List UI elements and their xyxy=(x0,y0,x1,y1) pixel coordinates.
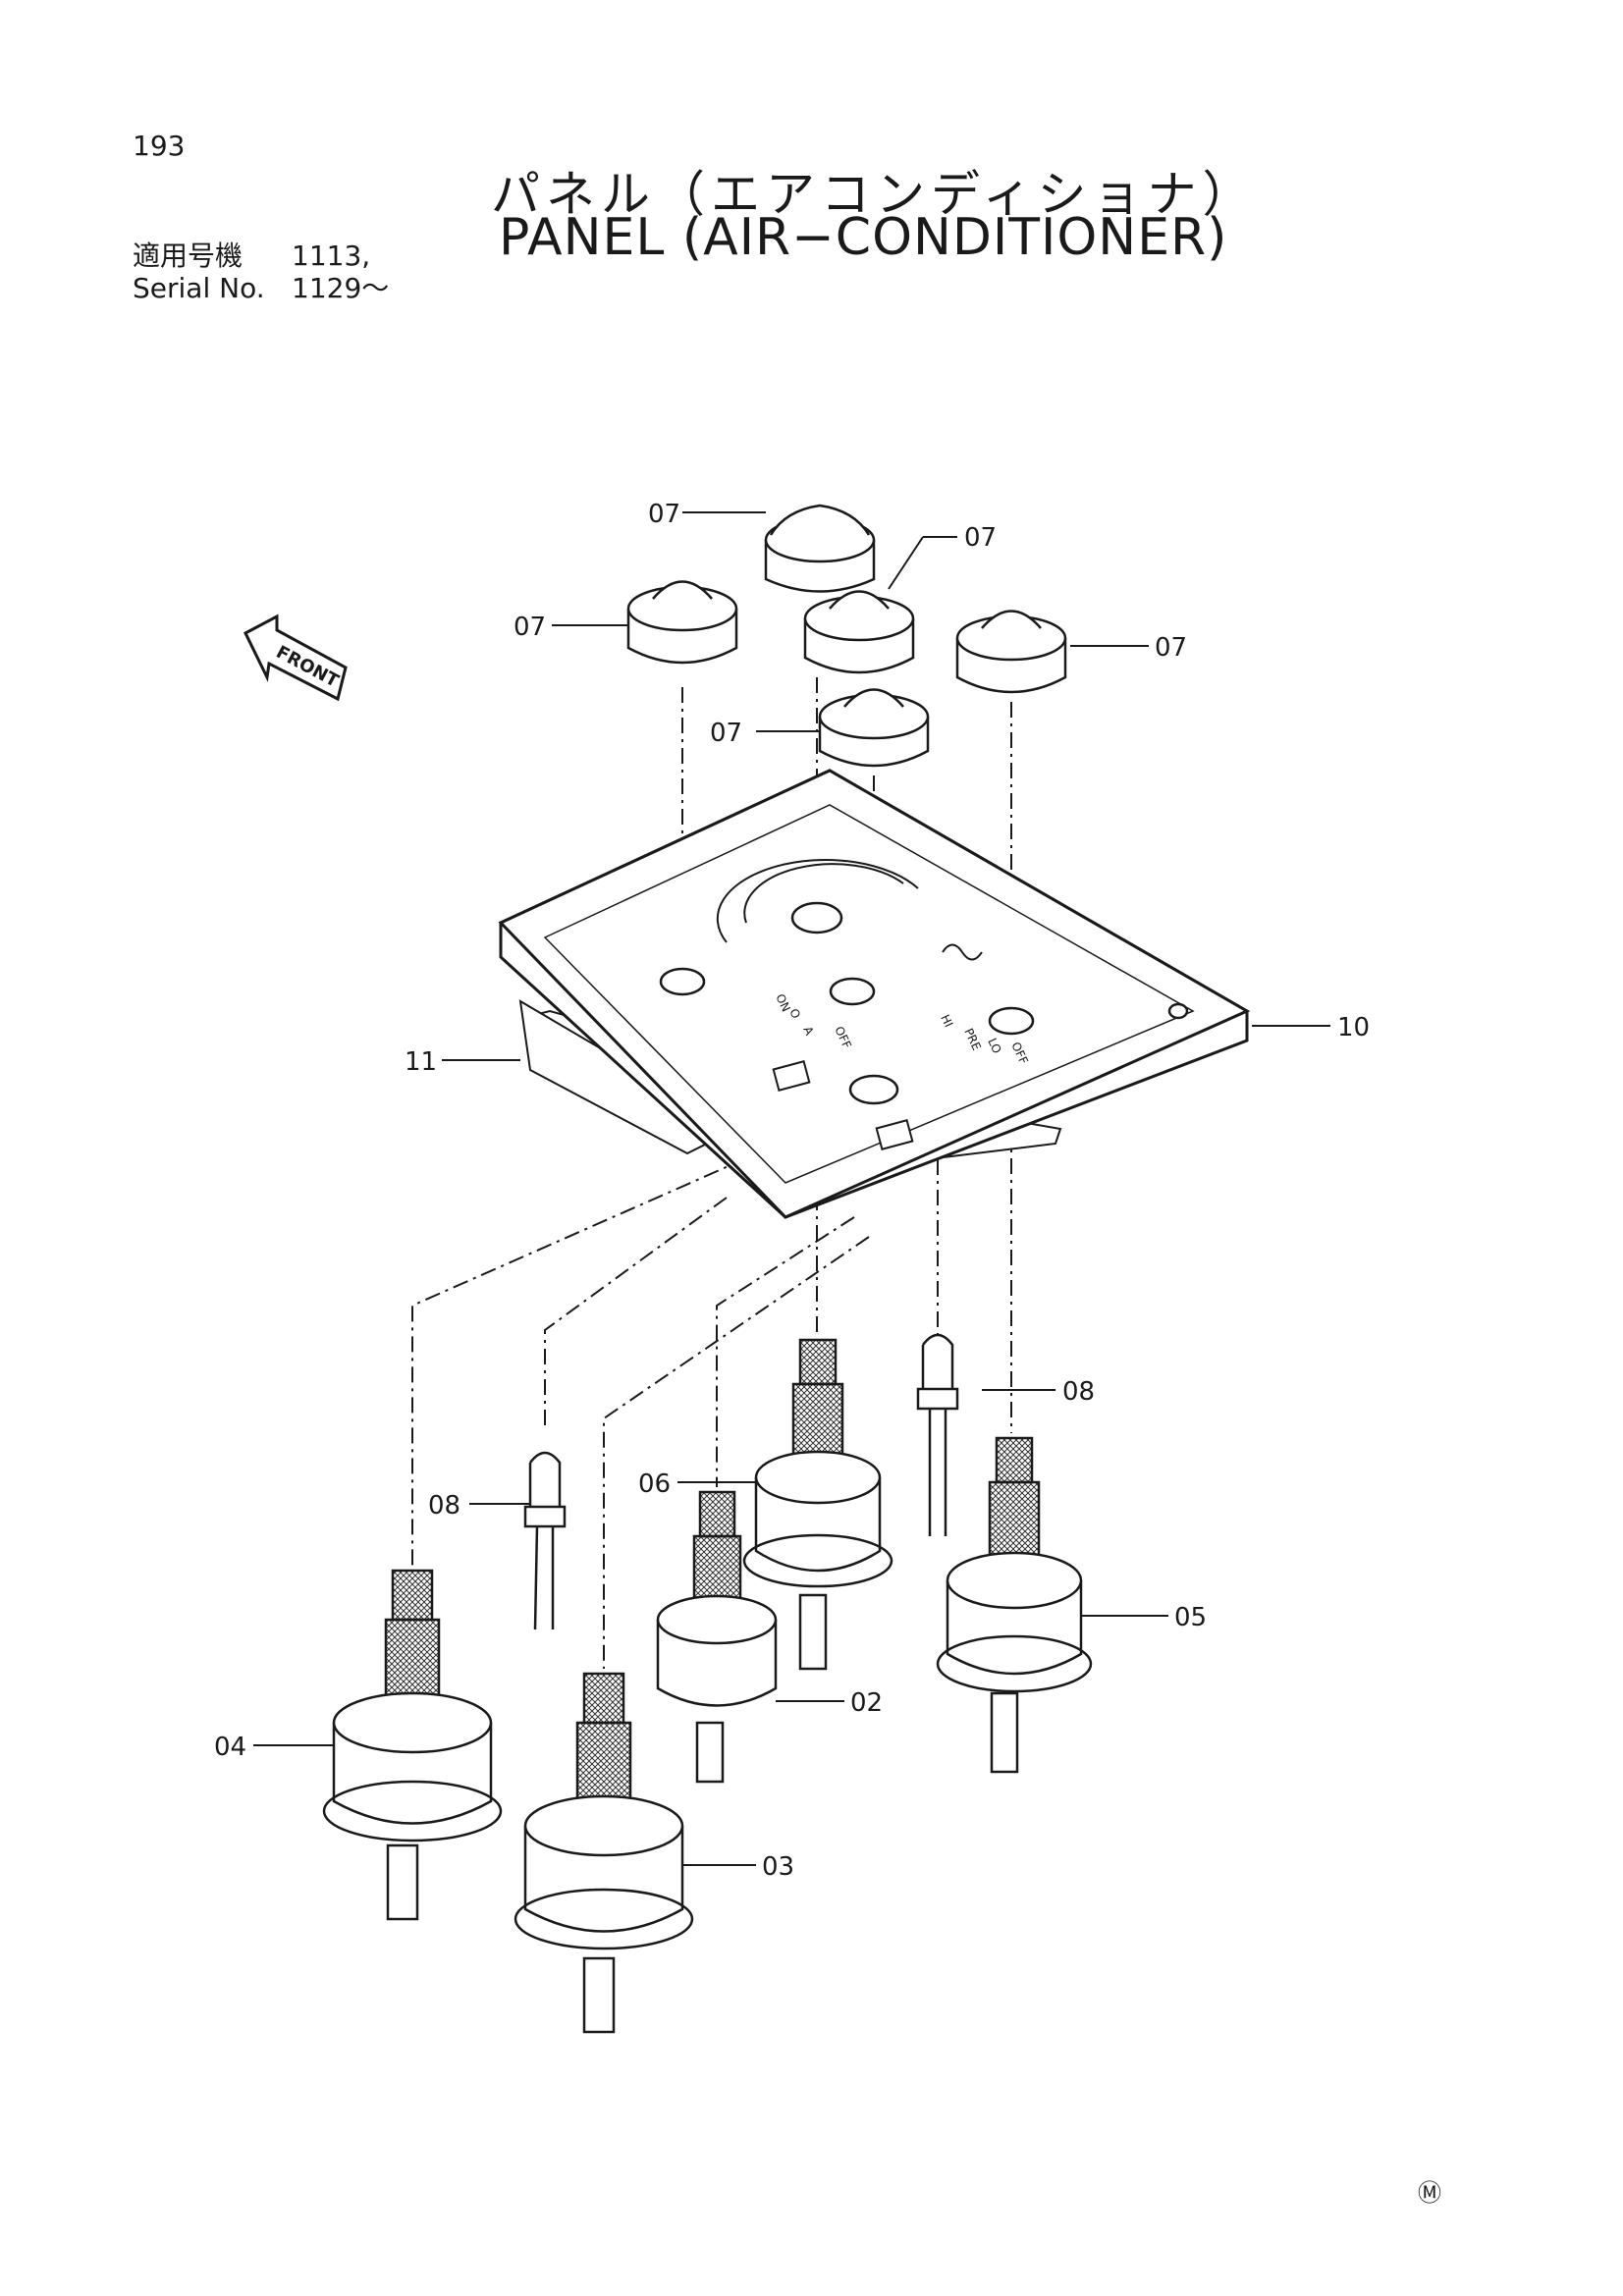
lamp-parts xyxy=(523,1333,959,1630)
callout-leader-lines xyxy=(253,511,1330,1866)
potentiometer-04 xyxy=(322,1569,503,1921)
callout-08-left: 08 xyxy=(428,1491,460,1521)
applicable-model-label: 適用号機 xyxy=(133,240,243,272)
serial-number-label: Serial No. xyxy=(133,272,265,304)
control-panel xyxy=(498,769,1251,1219)
knob-07-b xyxy=(626,580,738,665)
title-japanese: パネル（エアコンディショナ） xyxy=(491,166,1258,223)
knob-parts xyxy=(626,504,1067,768)
knob-07-e xyxy=(818,688,930,768)
callout-07-right-top: 07 xyxy=(964,523,997,553)
front-arrow-icon: FRONT xyxy=(243,614,348,702)
callout-07-top: 07 xyxy=(648,500,680,529)
potentiometer-06 xyxy=(742,1338,893,1671)
callout-03: 03 xyxy=(762,1852,794,1882)
lamp-08-b xyxy=(916,1333,959,1536)
potentiometer-03 xyxy=(514,1672,694,2034)
applicability-block: 適用号機 1113, Serial No. 1129～ xyxy=(133,240,389,304)
potentiometer-02 xyxy=(656,1490,778,1784)
callout-05: 05 xyxy=(1174,1603,1207,1632)
panel-label-lo: LO xyxy=(985,1036,1003,1055)
lamp-08-a xyxy=(523,1451,567,1630)
callout-06: 06 xyxy=(638,1469,671,1499)
serial-number-value: 1129～ xyxy=(292,272,390,304)
callout-07-left: 07 xyxy=(514,613,546,642)
panel-label-hi: HI xyxy=(938,1012,955,1029)
page-number: 193 xyxy=(133,130,186,162)
callout-08-right: 08 xyxy=(1062,1377,1095,1407)
knob-07-a xyxy=(764,504,876,593)
callout-07-right: 07 xyxy=(1155,633,1187,663)
knob-07-c xyxy=(803,590,915,674)
callout-10: 10 xyxy=(1337,1013,1370,1042)
callout-02: 02 xyxy=(850,1688,883,1718)
callout-04: 04 xyxy=(214,1733,246,1762)
applicable-model-value: 1113, xyxy=(292,240,371,272)
potentiometer-parts xyxy=(322,1338,1093,2034)
manufacturer-mark: Ⓜ xyxy=(1418,2179,1441,2207)
knob-07-d xyxy=(955,610,1067,694)
title-english: PANEL (AIR−CONDITIONER) xyxy=(499,208,1228,267)
callout-labels: 07 07 07 07 07 10 11 08 06 08 05 02 04 0… xyxy=(214,500,1370,1882)
potentiometer-05 xyxy=(936,1436,1093,1774)
callout-07-center: 07 xyxy=(710,719,742,748)
applicability-row-en: Serial No. 1129～ xyxy=(133,272,389,304)
applicability-row-jp: 適用号機 1113, xyxy=(133,240,389,272)
callout-11: 11 xyxy=(405,1047,437,1077)
